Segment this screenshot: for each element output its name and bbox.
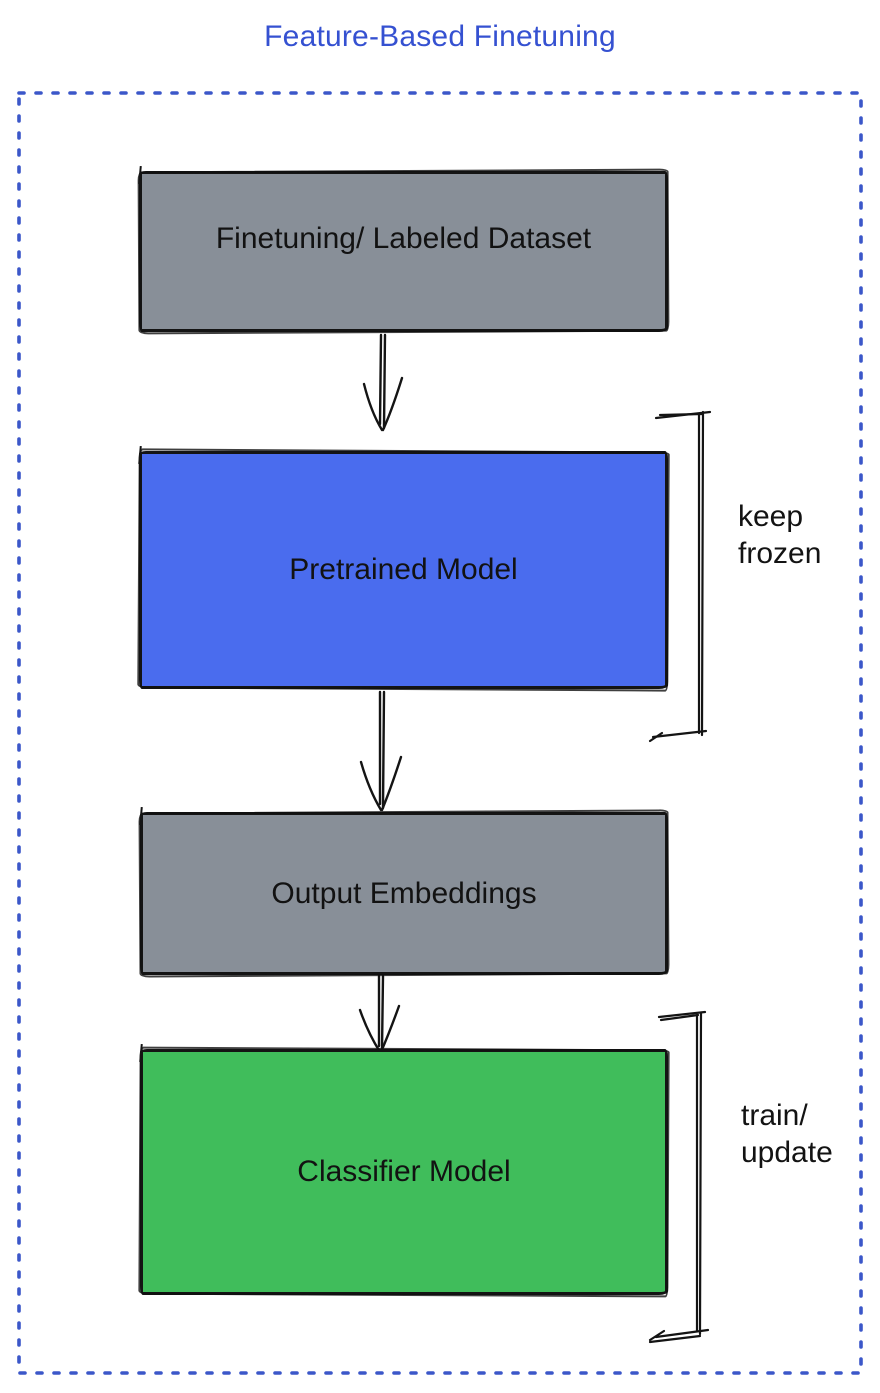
arrow-dataset-to-pretrained-icon [362,333,404,432]
annotation-train-update-line1: train/ [741,1099,808,1132]
annotation-keep-frozen: keep frozen [738,498,821,572]
box-pretrained-model: Pretrained Model [139,451,668,689]
annotation-keep-frozen-line1: keep [738,500,804,533]
box-classifier-model-label: Classifier Model [297,1155,511,1188]
annotation-train-update-line2: update [741,1136,833,1169]
arrow-pretrained-to-embeddings-icon [359,690,403,812]
box-output-embeddings: Output Embeddings [140,812,668,975]
arrow-embeddings-to-classifier-icon [358,974,401,1054]
box-finetuning-labeled-dataset-label: Finetuning/ Labeled Dataset [215,221,592,255]
diagram-title: Feature-Based Finetuning [264,20,616,53]
annotation-train-update: train/ update [741,1097,833,1171]
box-pretrained-model-label: Pretrained Model [289,553,518,586]
box-output-embeddings-label: Output Embeddings [271,876,537,910]
box-finetuning-labeled-dataset: Finetuning/ Labeled Dataset [139,171,668,332]
annotation-keep-frozen-line2: frozen [738,537,822,570]
box-classifier-model: Classifier Model [140,1049,668,1295]
